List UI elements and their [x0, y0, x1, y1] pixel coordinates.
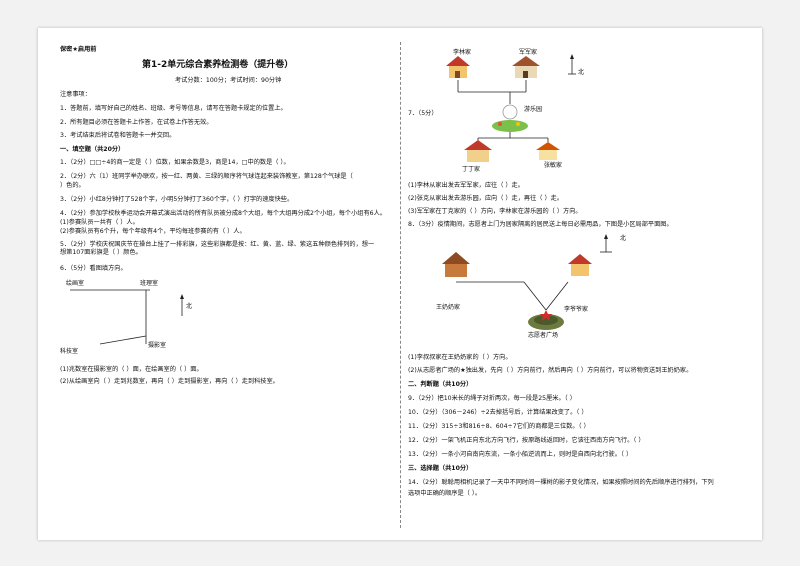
note-item: 1．答题前，填写好自己的姓名、班级、考号等信息，请写在答题卡规定的位置上。 — [60, 105, 287, 112]
map-label-li-grandpa-home: 李爷爷家 — [564, 306, 589, 313]
question-11: 11．（2分）315÷3和816÷8、604÷7它们的商都是三位数。（ ） — [408, 423, 590, 430]
question-3: 3．（2分）小红8分钟打了528个字，小明5分钟打了360个字，（ ）打字的速度… — [60, 196, 294, 203]
question-8-part1: (1)李叔叔家在王奶奶家的（ ）方向。 — [408, 354, 512, 361]
question-2-cont: ）色的。 — [60, 182, 85, 189]
direction-map-q6 — [70, 289, 184, 345]
question-8-part2: (2)从志愿者广场的★独出发，先向（ ）方向前行，然后再向（ ）方向前行，可以将… — [408, 367, 693, 374]
question-1: 1．（2分）□□÷4的商一定是（ ）位数，如果余数是3，商是14，□中的数是（ … — [60, 159, 290, 166]
question-7-part2: (2)张克从家出发去游乐园，应向（ ）走，再往（ ）走。 — [408, 195, 564, 202]
house-icon — [442, 252, 470, 277]
house-icon — [446, 56, 470, 78]
page-title: 第1-2单元综合素养检测卷（提升卷） — [142, 60, 294, 70]
map-label-zhangmin-home: 张敏家 — [544, 162, 563, 169]
houses-map-q7 — [446, 54, 576, 162]
note-item: 2．所有题目必须在答题卡上作答，在试卷上作答无效。 — [60, 119, 213, 126]
house-icon — [536, 142, 560, 160]
confidential-label: 保密★启用前 — [60, 46, 97, 53]
question-7-part1: (1)李林从家出发去军军家，应往（ ）走。 — [408, 182, 524, 189]
map-label-class-room: 班理室 — [140, 280, 159, 287]
question-4: 4．（2分）参加学校秋季运动会开幕式演出活动的所有队员被分成8个大组，每个大组再… — [60, 210, 386, 217]
question-14-cont: 选项中正确的顺序是（ ）。 — [408, 490, 482, 497]
question-4-part2: (2)参赛队员有6个升，每个年级有4个，平均每班参赛的有（ ）人。 — [60, 228, 246, 235]
map-label-photo-room: 摄影室 — [148, 342, 167, 349]
map-label-painting-room: 绘画室 — [66, 280, 85, 287]
question-7-part3: (3)军军家在丁克家的（ ）方向，李林家在游乐园的（ ）方向。 — [408, 208, 582, 215]
question-6-part2: (2)从绘画室向（ ）走到兆数室，再向（ ）走到摄影室，再向（ ）走到科技室。 — [60, 378, 279, 385]
map-label-tech-room: 科技室 — [60, 348, 79, 355]
map-label-amusement-park: 游乐园 — [524, 106, 543, 113]
question-8: 8．（3分）疫情期间，志愿者上门为居家隔离的居民送上每日必需用品，下图是小区局部… — [408, 221, 673, 228]
question-6: 6．（5分）看图填方向。 — [60, 265, 127, 272]
section-heading: 一、填空题（共20分） — [60, 146, 125, 153]
section-heading: 二、判断题（共10分） — [408, 381, 473, 388]
map-label-north: 北 — [578, 69, 585, 76]
map-label-wang-grandma-home: 王奶奶家 — [436, 304, 461, 311]
question-7: 7．（5分） — [408, 110, 438, 117]
community-map-q8 — [442, 234, 612, 330]
map-label-volunteer-plaza: 志愿者广场 — [528, 332, 559, 339]
house-icon — [512, 56, 540, 78]
question-5: 5．（2分）学校庆祝国庆节在操台上挂了一排彩旗，这些彩旗都是按：红、黄、蓝、绿、… — [60, 241, 375, 256]
notes-heading: 注意事项： — [60, 91, 91, 98]
question-6-part1: (1)兆数室在摄影室的（ ）面，在绘画室的（ ）面。 — [60, 366, 203, 373]
map-label-junjun-home: 军军家 — [519, 49, 538, 56]
section-heading: 三、选择题（共10分） — [408, 465, 473, 472]
page-subtitle: 考试分数：100分；考试时间：90分钟 — [175, 77, 282, 84]
question-10: 10．（2分）（306－246）÷2去掉括号后，计算结果改变了。（ ） — [408, 409, 588, 416]
note-item: 3．考试结束后将试卷和答题卡一并交回。 — [60, 132, 176, 139]
question-4-part1: (1)参赛队员一共有（ ）人。 — [60, 219, 139, 226]
question-2: 2．（2分）六（1）班同学举办联欢，按一红、两黄、三绿的顺序将气球连起来装饰教室… — [60, 173, 353, 180]
question-12: 12．（2分）一架飞机正向东北方向飞行，按原路线返回时，它该往西南方向飞行。（ … — [408, 437, 645, 444]
question-14: 14．（2分）聪聪用相机记录了一天中不同时间一棵树的影子变化情况，如果按照时间的… — [408, 479, 714, 486]
question-13: 13．（2分）一条小河自南向东流，一条小船逆流而上，则时是自西向北行驶。（ ） — [408, 451, 633, 458]
plaza-icon — [528, 310, 564, 330]
house-icon — [568, 254, 592, 276]
question-9: 9．（2分）把10米长的绳子对折两次，每一段是25厘米。（ ） — [408, 395, 576, 402]
house-icon — [464, 140, 492, 162]
exam-page: 保密★启用前 第1-2单元综合素养检测卷（提升卷） 考试分数：100分；考试时间… — [38, 28, 762, 540]
map-label-north: 北 — [620, 235, 627, 242]
park-icon — [492, 104, 528, 132]
column-divider — [400, 42, 401, 528]
map-label-dingding-home: 丁丁家 — [462, 166, 481, 173]
map-label-north: 北 — [186, 303, 193, 310]
map-label-lilin-home: 李林家 — [453, 49, 472, 56]
